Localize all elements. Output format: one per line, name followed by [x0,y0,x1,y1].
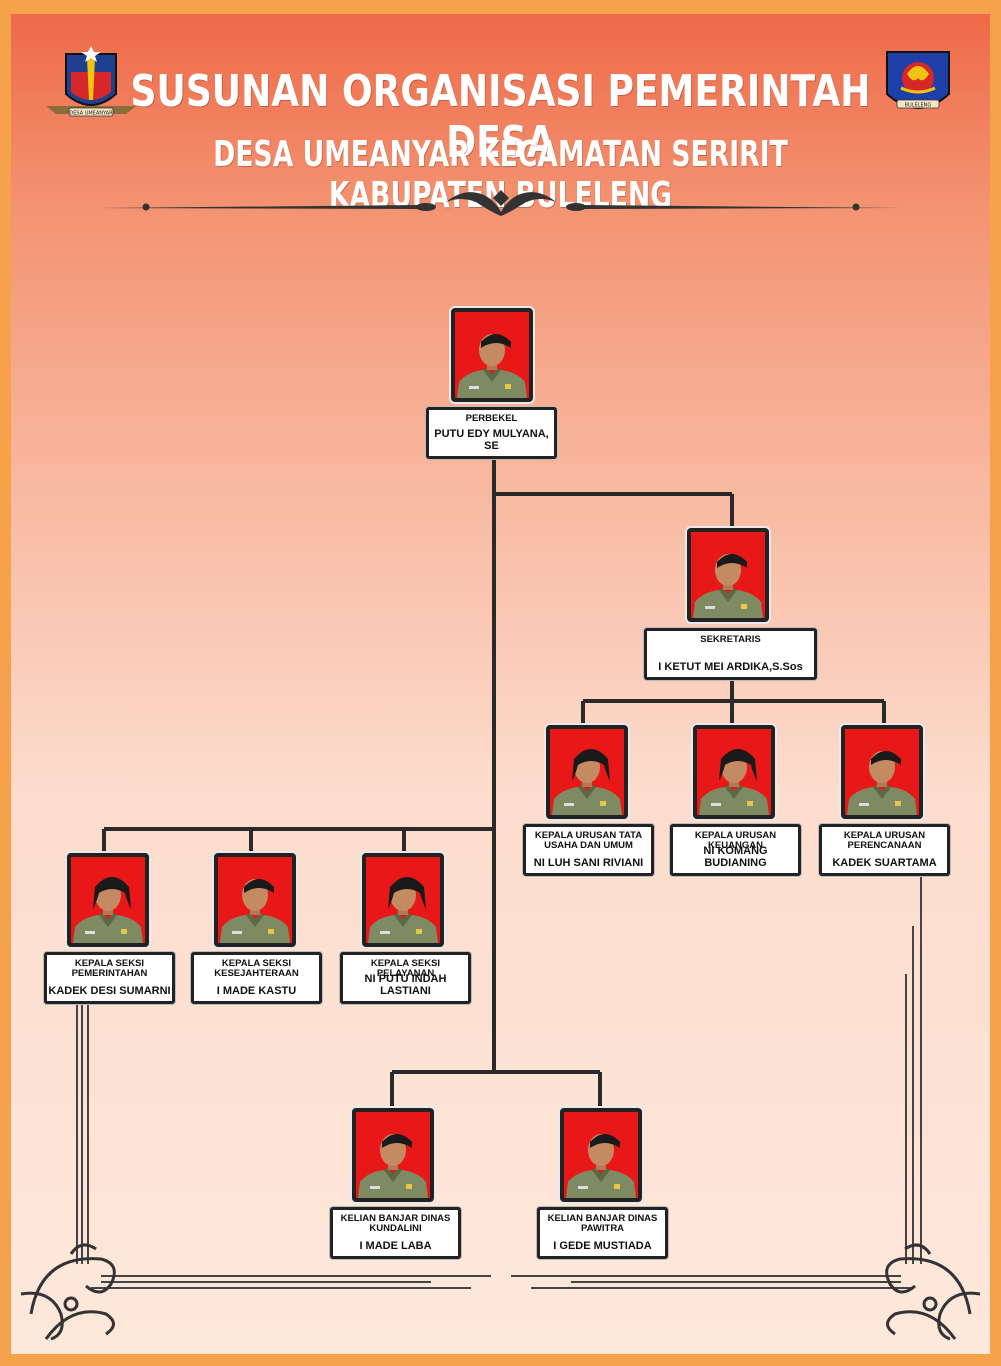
member-name: I MADE LABA [359,1240,432,1252]
photo-kasi-pemerintahan [67,853,149,947]
title-ornament [101,190,901,216]
photo-sekretaris [687,528,769,622]
card-kelian-pawitra: KELIAN BANJAR DINAS PAWITRA I GEDE MUSTIA… [537,1207,668,1259]
svg-text:BULELENG: BULELENG [905,103,932,109]
village-emblem-icon: DESA UMEANYAR [46,46,136,117]
position-label: KEPALA URUSAN PERENCANAAN [843,830,926,851]
right-corner-flourish-icon [885,1243,981,1341]
photo-kelian-kundalini [352,1108,434,1202]
page-title: SUSUNAN ORGANISASI PEMERINTAH DESA [130,66,871,168]
member-name: NI PUTU INDAH LASTIANI [364,973,447,997]
photo-kaur-keuangan [693,725,775,819]
org-connector-lines [20,458,981,1341]
position-label: KEPALA SEKSI PEMERINTAHAN [71,958,148,979]
card-kasi-kesejahteraan: KEPALA SEKSI KESEJAHTERAAN I MADE KASTU [191,952,322,1004]
regency-emblem-icon: BULELENG [886,51,950,109]
position-label: KEPALA URUSAN TATA USAHA DAN UMUM [534,830,643,851]
photo-kaur-tu [546,725,628,819]
position-label: PERBEKEL [465,413,518,424]
position-label: SEKRETARIS [700,634,761,645]
position-label: KEPALA URUSAN KEUANGAN [694,830,777,851]
member-name: KADEK DESI SUMARNI [48,985,171,997]
corner-frame-lines [76,876,922,1289]
photo-kaur-perencanaan [841,725,923,819]
photo-kasi-kesejahteraan [214,853,296,947]
card-kasi-pemerintahan: KEPALA SEKSI PEMERINTAHAN KADEK DESI SUMA… [44,952,175,1004]
member-name: I GEDE MUSTIADA [553,1240,652,1252]
photo-kasi-pelayanan [362,853,444,947]
member-name: KADEK SUARTAMA [832,857,937,869]
position-label: KEPALA SEKSI KESEJAHTERAAN [214,958,299,979]
member-name: NI LUH SANI RIVIANI [533,857,644,869]
card-kaur-perencanaan: KEPALA URUSAN PERENCANAAN KADEK SUARTAMA [819,824,950,876]
photo-perbekel [451,308,533,402]
member-name: PUTU EDY MULYANA, SE [434,428,549,452]
member-name: I KETUT MEI ARDIKA,S.Sos [658,661,803,673]
photo-kelian-pawitra [560,1108,642,1202]
member-name: NI KOMANG BUDIANING [703,845,768,869]
card-kaur-tu: KEPALA URUSAN TATA USAHA DAN UMUM NI LUH … [523,824,654,876]
card-kelian-kundalini: KELIAN BANJAR DINAS KUNDALINI I MADE LABA [330,1207,461,1259]
card-perbekel: PERBEKEL PUTU EDY MULYANA, SE [426,407,557,459]
member-name: I MADE KASTU [216,985,297,997]
position-label: KELIAN BANJAR DINAS KUNDALINI [340,1213,451,1234]
card-sekretaris: SEKRETARIS I KETUT MEI ARDIKA,S.Sos [644,628,817,680]
left-corner-flourish-icon [20,1243,116,1341]
poster-background: DESA UMEANYAR BULELENG SUSUNAN ORGANISAS… [11,14,990,1354]
position-label: KELIAN BANJAR DINAS PAWITRA [547,1213,658,1234]
svg-text:DESA UMEANYAR: DESA UMEANYAR [69,111,113,117]
position-label: KEPALA SEKSI PELAYANAN [370,958,441,979]
